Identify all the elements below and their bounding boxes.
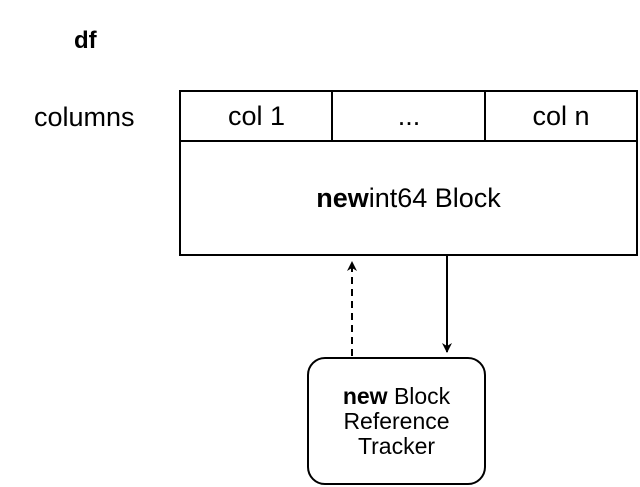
int64-block-label: new int64 Block — [181, 142, 636, 254]
tracker-line-1: new Block — [342, 382, 451, 409]
column-divider — [484, 90, 486, 142]
tracker-line-2: Reference — [343, 407, 450, 434]
block-reference-tracker-box: new Block Reference Tracker — [307, 357, 486, 485]
dataframe-block-frame — [179, 90, 638, 256]
column-cell-ellipsis: ... — [397, 100, 421, 131]
columns-label: columns — [34, 102, 135, 132]
tracker-line-1-text: Block — [393, 382, 451, 409]
column-cell-last: col n — [532, 100, 590, 131]
tracker-line-3: Tracker — [357, 432, 436, 459]
block-new-keyword: new — [316, 182, 369, 213]
columns-row-divider — [179, 140, 638, 142]
tracker-new-keyword: new — [342, 382, 388, 409]
column-divider — [331, 90, 333, 142]
column-cell-first: col 1 — [227, 100, 286, 131]
block-type-label: int64 Block — [368, 182, 501, 213]
dataframe-name: df — [74, 27, 97, 54]
